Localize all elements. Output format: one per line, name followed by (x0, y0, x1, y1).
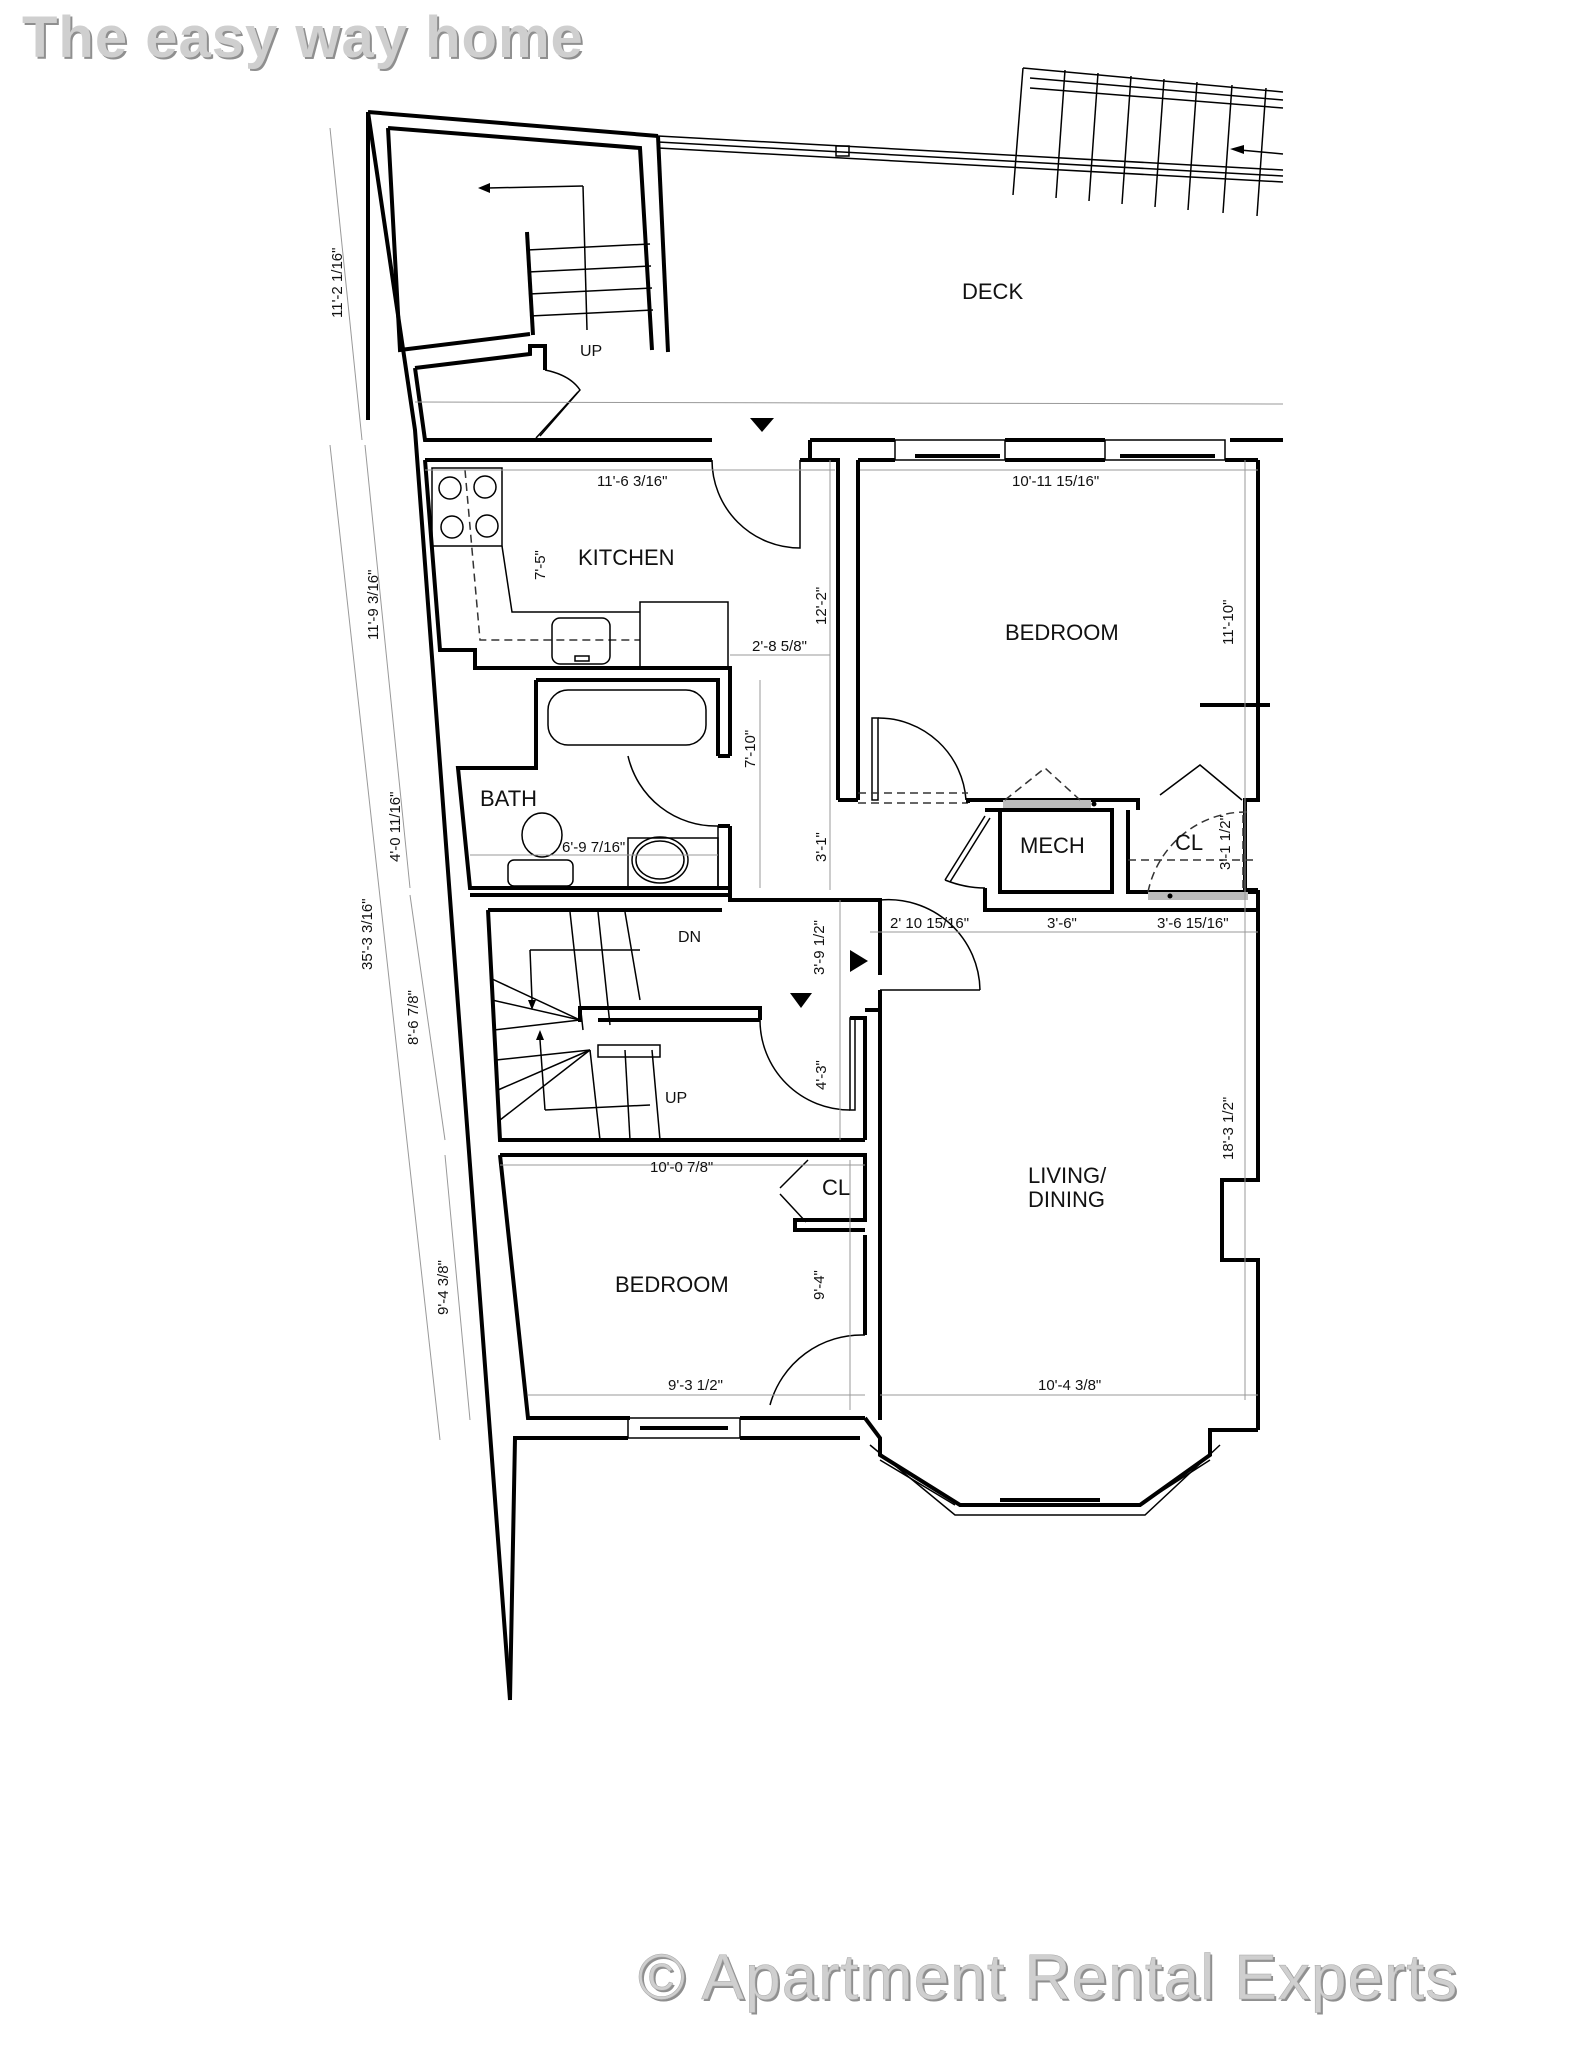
dim-stair-side: 8'-6 7/8" (405, 990, 422, 1045)
dim-kitchen-side: 11'-9 3/16" (365, 570, 382, 640)
dim-hall-width: 2' 10 15/16" (890, 915, 969, 932)
bath-label: BATH (480, 786, 537, 811)
bedroom2-label: BEDROOM (615, 1272, 729, 1297)
deck-stair-enclosure: UP (366, 112, 670, 439)
tagline-watermark: The easy way home (22, 5, 584, 70)
dim-deck-depth: 11'-2 1/16" (329, 248, 346, 318)
dim-kitchen-gap: 2'-8 5/8" (752, 638, 807, 655)
copyright-watermark: © Apartment Rental Experts (638, 1941, 1459, 2014)
bay-window (863, 1416, 1258, 1516)
closet2-label: CL (822, 1175, 850, 1200)
exterior-walls (366, 111, 1284, 1701)
deck-railing (367, 110, 1284, 183)
dim-closet1-depth: 3'-1 1/2" (1217, 815, 1234, 870)
dim-living-width: 10'-4 3/8" (1038, 1377, 1101, 1394)
entry-arrow-down-icon (790, 993, 812, 1008)
dim-mech-width: 3'-6" (1047, 915, 1077, 932)
dim-bath-side: 4'-0 11/16" (387, 792, 404, 862)
dim-hall-bath: 7'-10" (742, 730, 759, 768)
interior-stair: DN UP (470, 418, 981, 1142)
dim-living-depth: 18'-3 1/2" (1220, 1097, 1237, 1160)
mech-closet: MECH CL (944, 764, 1258, 912)
closet1-label: CL (1175, 830, 1203, 855)
dim-bedroom1-width: 10'-11 15/16" (1012, 473, 1099, 490)
dim-bedroom2-side: 9'-4 3/8" (435, 1260, 452, 1315)
living-label-2: DINING (1028, 1187, 1105, 1212)
living-dining: LIVING/ DINING (878, 460, 1246, 1420)
dim-bedroom1-depth: 11'-10" (1220, 600, 1237, 645)
dim-bedroom2-bottom: 9'-3 1/2" (668, 1377, 723, 1394)
bedroom1-windows (894, 438, 1226, 462)
dim-kitchen-counter: 7'-5" (532, 550, 549, 580)
living-label-1: LIVING/ (1028, 1163, 1107, 1188)
kitchen-entry-arrow-icon (750, 418, 774, 432)
bedroom1-label: BEDROOM (1005, 620, 1119, 645)
dimension-lines (329, 127, 1258, 1441)
deck-stair-up-label: UP (580, 343, 602, 360)
kitchen-label: KITCHEN (578, 545, 675, 570)
mech-label: MECH (1020, 833, 1085, 858)
dim-closet1-width: 3'-6 15/16" (1157, 915, 1229, 932)
bath: BATH (455, 668, 732, 895)
dim-kitchen-depth: 12'-2" (813, 587, 830, 625)
dim-entry-door: 4'-3" (813, 1060, 830, 1090)
dim-bedroom2-top: 10'-0 7/8" (650, 1159, 713, 1176)
deck-label: DECK (962, 279, 1023, 304)
dim-overall: 35'-3 3/16" (359, 898, 376, 970)
dim-entry-depth: 3'-9 1/2" (811, 920, 828, 975)
dim-hall-short: 3'-1" (813, 832, 830, 862)
dim-bedroom2-depth: 9'-4" (811, 1270, 828, 1300)
bedroom-1: BEDROOM (858, 458, 1270, 804)
dim-kitchen-width: 11'-6 3/16" (597, 473, 667, 490)
interior-stair-dn-label: DN (678, 929, 701, 946)
dim-bath-width: 6'-9 7/16" (562, 839, 625, 856)
exterior-stair (1012, 67, 1284, 217)
dimension-texts: 11'-2 1/16" 11'-9 3/16" 4'-0 11/16" 35'-… (329, 248, 1237, 1394)
hall-walls (829, 460, 860, 890)
bedroom-2: BEDROOM CL (498, 1153, 867, 1701)
interior-stair-up-label: UP (665, 1090, 687, 1107)
entry-arrow-right-icon (850, 950, 868, 972)
